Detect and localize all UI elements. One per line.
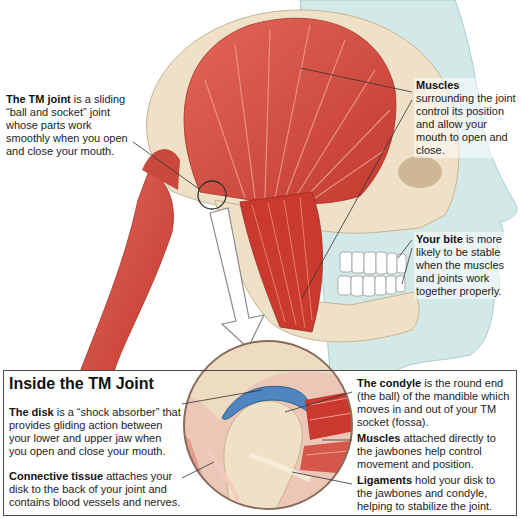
callout-note: Your bite is more likely to be stable wh…: [414, 232, 522, 299]
part-note: Muscles attached directly to the jawbone…: [357, 432, 513, 471]
masseter-muscle-part-part: [300, 197, 312, 320]
temporalis-muscle-part-part: [235, 45, 255, 198]
joint-inset: [180, 338, 360, 519]
temporalis-muscle-part-part: [295, 70, 375, 198]
temporalis-muscle-part: [184, 18, 396, 204]
pointer-arrow-part: [210, 208, 264, 348]
joint-inset-part: [184, 341, 352, 509]
teeth-part: [364, 252, 376, 274]
part-note: The condyle is the round end (the ball) …: [357, 377, 513, 429]
neck-muscle-part: [142, 149, 180, 190]
temporalis-muscle-part-part: [205, 80, 245, 198]
leader-lines-part: [402, 248, 412, 284]
joint-inset-part-part: [222, 386, 309, 419]
temporalis-muscle-part-part: [275, 25, 310, 198]
teeth-part: [351, 276, 363, 296]
inset-leader-lines-part: [322, 440, 352, 441]
joint-highlight: [198, 181, 226, 209]
joint-inset-part-part: [208, 450, 238, 500]
inset-leader-lines: [182, 390, 352, 484]
temporalis-muscle-part-part: [285, 40, 345, 198]
neck-muscle: [80, 149, 180, 372]
leader-lines: [133, 68, 412, 298]
inset-box: Inside the TM JointThe disk is a “shock …: [3, 370, 517, 516]
skull-part: [398, 156, 442, 188]
inset-leader-lines-part: [182, 462, 214, 478]
masseter-muscle-part: [240, 192, 323, 332]
joint-highlight-part: [198, 181, 226, 209]
temporalis-muscle: [184, 18, 396, 204]
teeth-part: [363, 276, 375, 296]
joint-inset-part: [180, 338, 360, 519]
teeth-part: [375, 276, 386, 295]
temporalis-muscle-part-part: [315, 150, 385, 198]
leader-lines-part: [133, 142, 199, 189]
teeth-part: [397, 254, 406, 273]
part-note: The disk is a “shock absorber” that prov…: [9, 406, 181, 458]
skull: [147, 10, 459, 342]
masseter-muscle-part: [252, 197, 312, 328]
leader-lines-part: [300, 68, 412, 92]
neck-muscle-part: [80, 168, 173, 372]
teeth-part: [352, 252, 364, 273]
teeth-part: [338, 276, 351, 295]
callout-note: Muscles surrounding the joint control it…: [414, 78, 522, 158]
part-note: Connective tissue attaches your disk to …: [9, 470, 181, 509]
temporalis-muscle-part-part: [305, 110, 390, 198]
masseter-muscle-part-part: [268, 203, 296, 325]
joint-inset-part-part: [250, 455, 310, 480]
box-heading: Inside the TM Joint: [9, 375, 181, 394]
teeth-part: [340, 252, 352, 272]
teeth-part: [387, 253, 397, 274]
inset-leader-lines-part: [292, 472, 352, 484]
teeth: [338, 252, 406, 296]
temporalis-muscle-part-part: [265, 30, 270, 198]
masseter-muscle-part-part: [252, 205, 285, 322]
pointer-arrow: [210, 208, 264, 348]
part-note: Ligaments hold your disk to the jawbones…: [357, 474, 513, 513]
masseter-muscle: [240, 192, 323, 332]
inset-leader-lines-part: [285, 392, 352, 412]
leader-lines-part: [302, 100, 412, 298]
callout-note: The TM joint is a sliding “ball and sock…: [4, 92, 132, 159]
joint-inset-part-part: [300, 440, 360, 475]
inset-leader-lines-part: [182, 390, 262, 404]
teeth-part: [376, 252, 387, 274]
joint-inset-part-part-part: [306, 450, 358, 455]
temporalis-muscle-part: [205, 25, 390, 198]
teeth-part: [386, 276, 396, 294]
